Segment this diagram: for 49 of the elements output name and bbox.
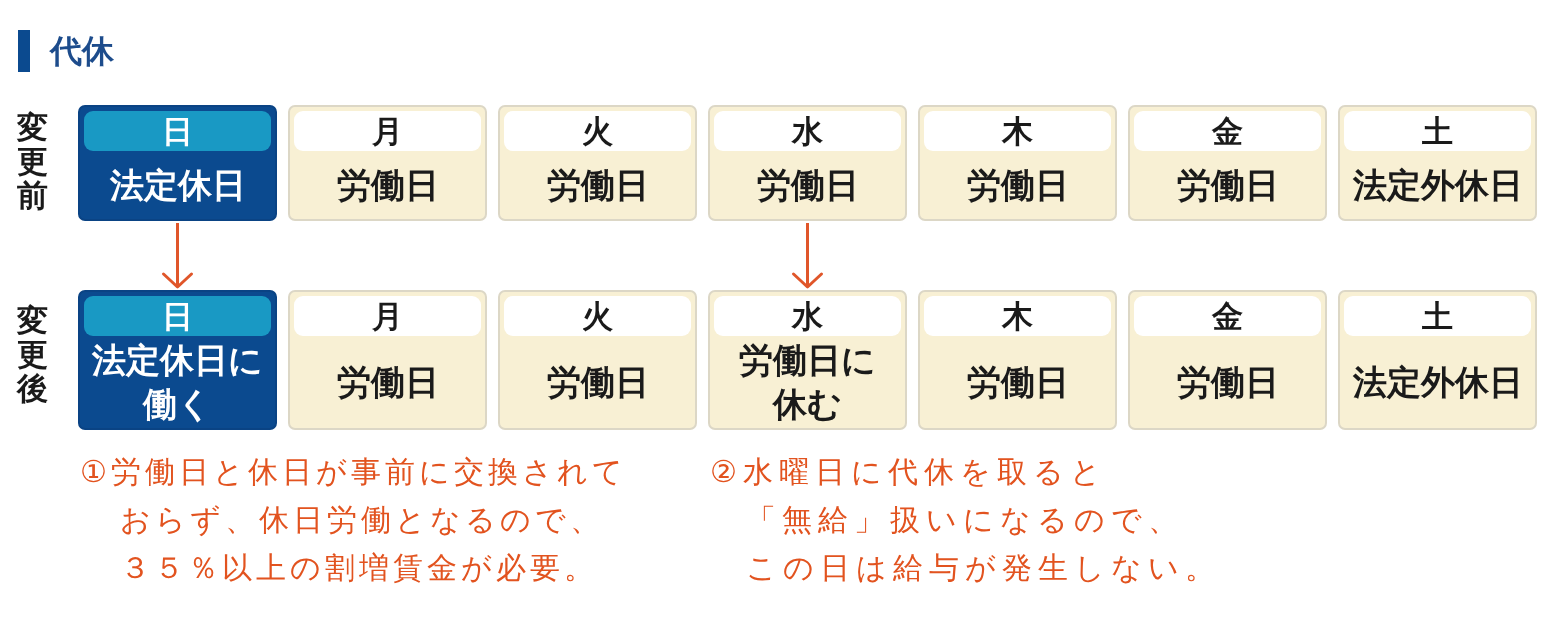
status-text: 法定外休日: [1352, 164, 1523, 207]
arrow: [792, 223, 823, 289]
day-label: 月: [294, 296, 481, 336]
day-label: 土: [1344, 111, 1531, 151]
day-label: 日: [84, 111, 271, 151]
day-card: [78, 105, 277, 221]
day-card: [498, 290, 697, 430]
row-label: 変更前: [17, 110, 48, 213]
arrow: [162, 223, 193, 289]
day-label: 水: [714, 111, 901, 151]
day-label: 木: [924, 111, 1111, 151]
day-label: 日: [84, 296, 271, 336]
note-text: ②水曜日に代休を取ると「無給」扱いになるので、この日は給与が発生しない。: [710, 453, 1222, 587]
day-card: [918, 105, 1117, 221]
status-text: 労働日: [756, 164, 859, 207]
day-card: [708, 290, 907, 430]
day-label: 水: [714, 296, 901, 336]
status-text: 労働日に休む: [738, 339, 877, 426]
day-card: [288, 105, 487, 221]
day-label: 金: [1134, 296, 1321, 336]
day-card: [498, 105, 697, 221]
status-text: 労働日: [546, 361, 649, 404]
day-card: [1128, 105, 1327, 221]
day-label: 土: [1344, 296, 1531, 336]
status-text: 労働日: [966, 361, 1069, 404]
day-card: [1338, 290, 1537, 430]
status-text: 法定休日: [109, 164, 246, 207]
day-label: 月: [294, 111, 481, 151]
day-label: 金: [1134, 111, 1321, 151]
status-text: 法定外休日: [1352, 361, 1523, 404]
day-card: [918, 290, 1117, 430]
day-card: [78, 290, 277, 430]
status-text: 労働日: [1176, 361, 1279, 404]
note-text: ①労働日と休日が事前に交換されておらず、休日労働となるので、３５％以上の割増賃金が必要。: [80, 453, 628, 587]
status-text: 労働日: [546, 164, 649, 207]
row-label: 変更後: [17, 303, 48, 406]
status-text: 労働日: [336, 361, 439, 404]
status-text: 法定休日に働く: [91, 339, 264, 426]
day-card: [288, 290, 487, 430]
day-label: 火: [504, 296, 691, 336]
title: 代休: [50, 31, 114, 72]
status-text: 労働日: [966, 164, 1069, 207]
day-card: [1128, 290, 1327, 430]
day-card: [708, 105, 907, 221]
status-text: 労働日: [336, 164, 439, 207]
day-card: [1338, 105, 1537, 221]
day-label: 火: [504, 111, 691, 151]
status-text: 労働日: [1176, 164, 1279, 207]
day-label: 木: [924, 296, 1111, 336]
